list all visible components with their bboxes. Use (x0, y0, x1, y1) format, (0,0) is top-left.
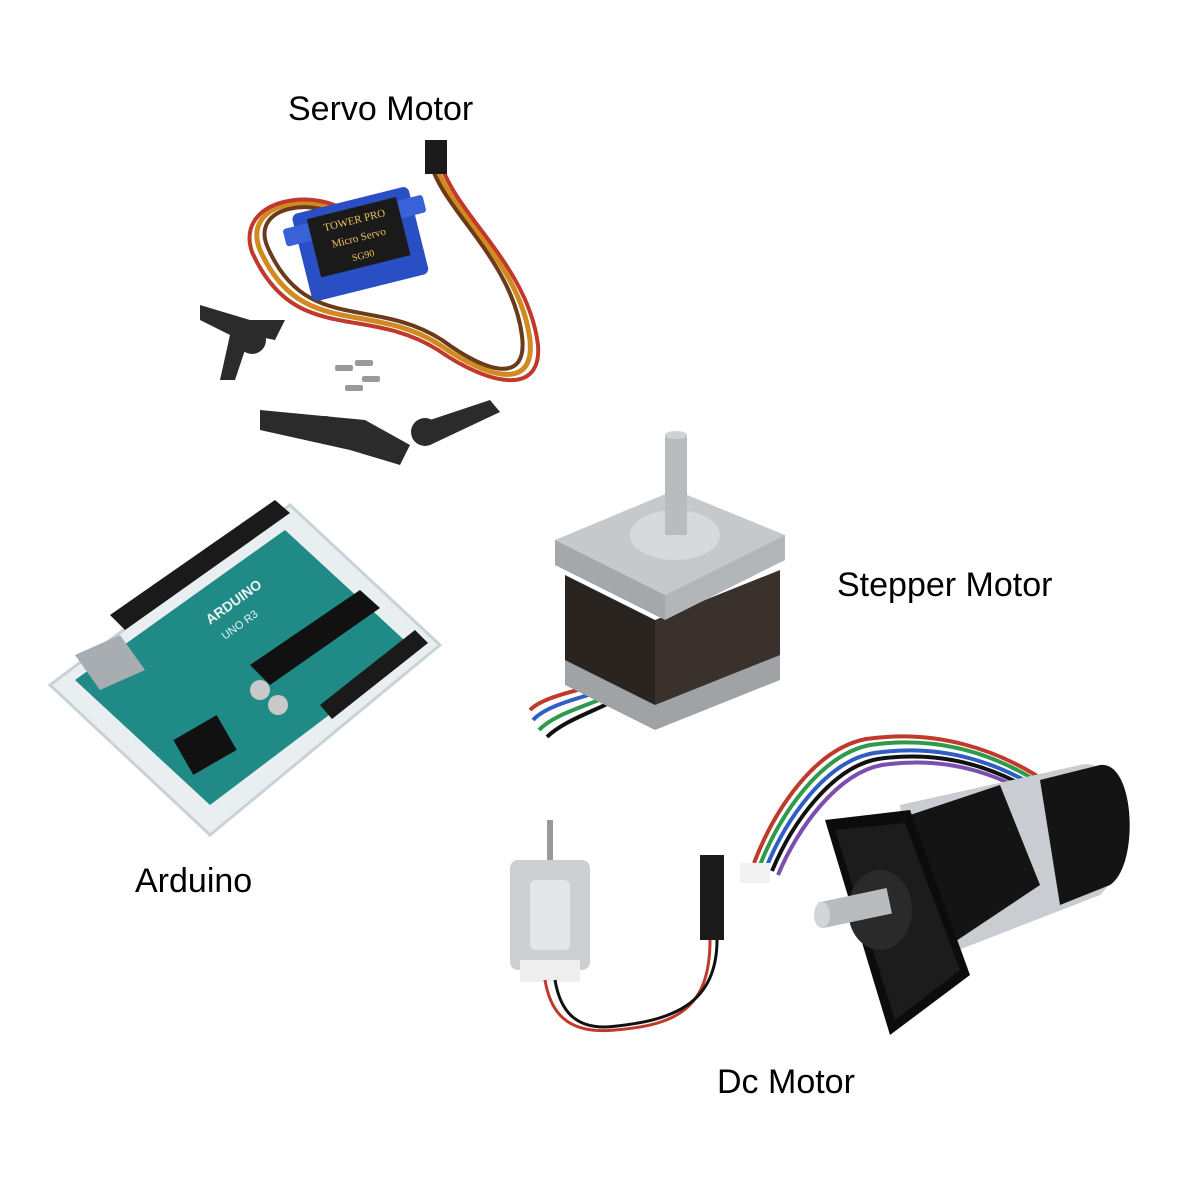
small-dc-motor-image (505, 820, 755, 1045)
servo-model-text: SG90 (351, 248, 376, 264)
stepper-motor-label: Stepper Motor (837, 566, 1053, 604)
stepper-motor-image (525, 431, 795, 740)
servo-motor-image: TOWER PRO Micro Servo SG90 (190, 140, 541, 480)
dc-motor-label: Dc Motor (717, 1063, 855, 1101)
arduino-image: ARDUINO UNO R3 (20, 495, 450, 840)
geared-dc-motor-image (740, 734, 1160, 1045)
servo-motor-label: Servo Motor (288, 90, 474, 128)
arduino-label: Arduino (135, 862, 253, 900)
arduino-board (75, 530, 415, 805)
